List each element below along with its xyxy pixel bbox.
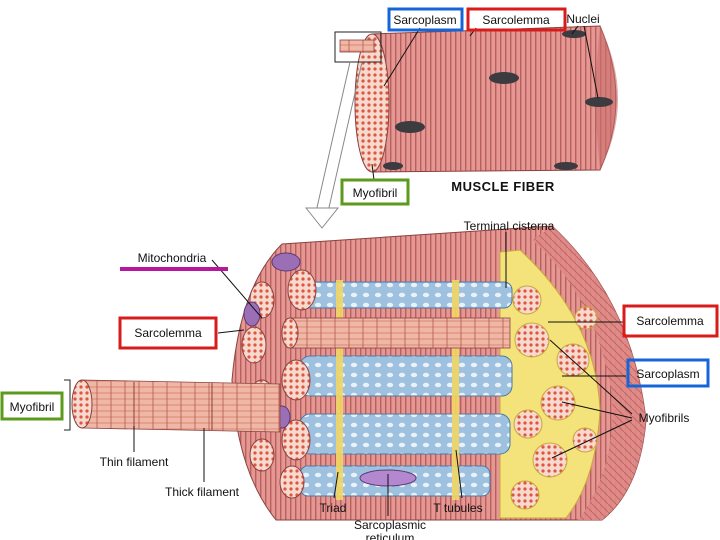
sarcoplasm-top-box <box>387 7 464 32</box>
central-myofibril <box>281 317 511 349</box>
annotation-boxes <box>0 7 719 421</box>
text-labels: Sarcoplasm Sarcolemma Nuclei Myofibril M… <box>10 12 704 540</box>
extracted-myofibril-left <box>64 379 281 433</box>
myofibril-top-box <box>340 178 410 206</box>
sarcolemma-top-box <box>466 7 567 32</box>
label-sarcolemma-right: Sarcolemma <box>636 314 704 328</box>
muscle-fiber-cross-section <box>64 225 647 521</box>
label-sarcolemma-top: Sarcolemma <box>482 13 550 27</box>
label-reticulum: reticulum <box>366 531 415 540</box>
label-myofibril-left: Myofibril <box>10 400 55 414</box>
label-sarcoplasmic: Sarcoplasmic <box>354 518 426 532</box>
myofibril-ends-left <box>241 269 317 499</box>
label-t-tubules: T tubules <box>433 501 482 515</box>
muscle-fiber-cylinder <box>354 25 618 173</box>
bottom-leader-lines <box>133 232 633 516</box>
label-thick-filament: Thick filament <box>165 485 240 499</box>
myofibril-extract-indicator <box>304 31 382 229</box>
label-mitochondria: Mitochondria <box>138 251 207 265</box>
label-nuclei: Nuclei <box>566 12 599 26</box>
label-sarcoplasm-top: Sarcoplasm <box>393 13 456 27</box>
label-myofibril-top: Myofibril <box>353 186 398 200</box>
label-muscle-fiber: MUSCLE FIBER <box>451 179 555 194</box>
myofibrils-cross-section <box>510 285 598 510</box>
label-myofibrils: Myofibrils <box>639 411 690 425</box>
label-terminal-cisterna: Terminal cisterna <box>464 219 555 233</box>
label-sarcoplasm-right: Sarcoplasm <box>636 367 699 381</box>
sarcolemma-left-box <box>118 316 218 350</box>
sarcoplasm-right-box <box>626 358 710 388</box>
mitochondria-bar <box>120 267 228 271</box>
myofibril-left-box <box>0 391 64 421</box>
label-thin-filament: Thin filament <box>100 455 169 469</box>
label-triad: Triad <box>320 501 347 515</box>
sarcolemma-right-box <box>622 304 719 338</box>
label-sarcolemma-left: Sarcolemma <box>134 326 202 340</box>
